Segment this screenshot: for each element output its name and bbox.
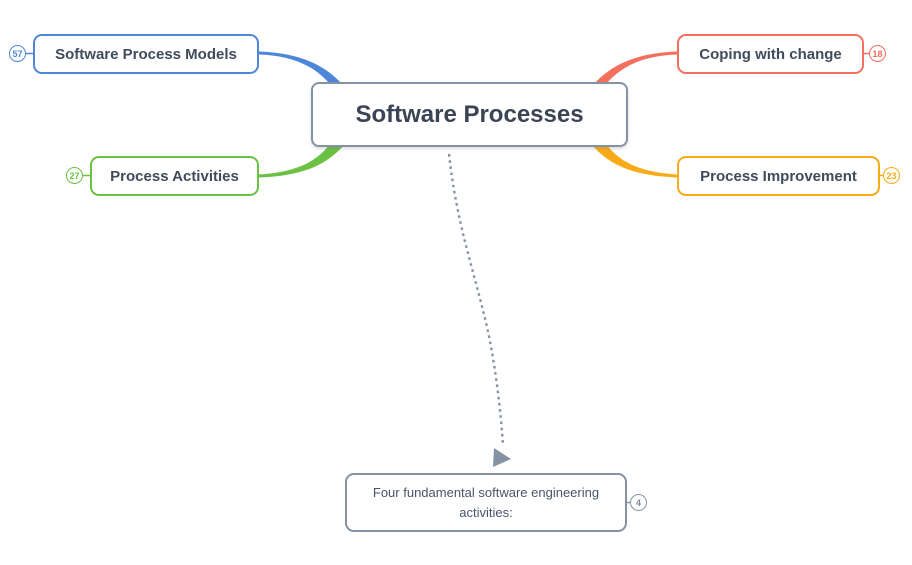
badge-count: 23	[886, 170, 897, 181]
badge-count: 4	[635, 497, 641, 508]
collapse-badge-coping-with-change[interactable]: 18	[869, 45, 886, 62]
node-software-process-models[interactable]: Software Process Models	[33, 34, 259, 74]
collapse-badge-process-activities[interactable]: 27	[66, 167, 83, 184]
node-four-fundamental-activities[interactable]: Four fundamental software engineering ac…	[345, 473, 627, 532]
dotted-link	[447, 153, 505, 447]
node-label: Coping with change	[699, 45, 842, 63]
node-process-improvement[interactable]: Process Improvement	[677, 156, 880, 196]
badge-count: 18	[872, 48, 883, 59]
node-label: Software Process Models	[55, 45, 237, 63]
node-coping-with-change[interactable]: Coping with change	[677, 34, 864, 74]
node-label: Process Activities	[110, 167, 239, 185]
badge-count: 57	[12, 48, 23, 59]
root-label: Software Processes	[355, 100, 584, 128]
badge-count: 27	[69, 170, 80, 181]
node-root-software-processes[interactable]: Software Processes	[311, 82, 628, 147]
collapse-badge-process-improvement[interactable]: 23	[883, 167, 900, 184]
node-process-activities[interactable]: Process Activities	[90, 156, 259, 196]
collapse-badge-software-process-models[interactable]: 57	[9, 45, 26, 62]
node-label: Process Improvement	[700, 167, 857, 185]
node-label: Four fundamental software engineering ac…	[372, 485, 600, 520]
arrowhead-icon	[493, 448, 511, 467]
collapse-badge-four-fundamental-activities[interactable]: 4	[630, 494, 647, 511]
